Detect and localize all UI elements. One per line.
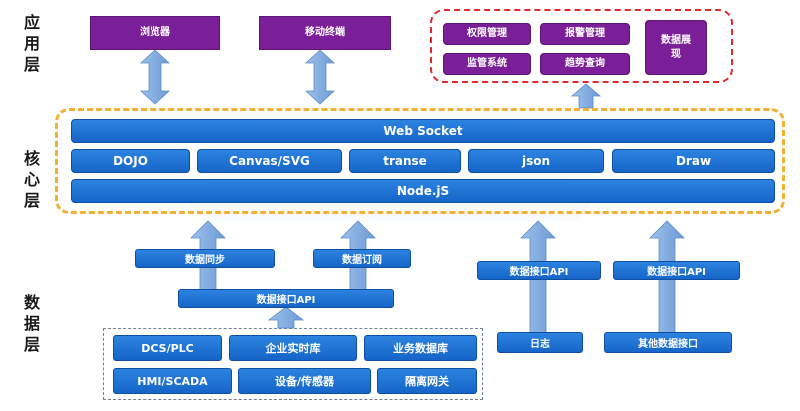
- module-transe-label: transe: [383, 154, 427, 168]
- layer-label-app: 应用层: [22, 12, 42, 75]
- data-subscribe-box: 数据订阅: [313, 249, 411, 268]
- arrow-core-to-monitor: [570, 83, 602, 109]
- data-api-right-box: 数据接口API: [613, 261, 740, 280]
- data-sources-group: [103, 328, 483, 400]
- data-display-box: 数据展现: [645, 20, 707, 75]
- module-json: json: [468, 149, 604, 173]
- source-hmi-scada: HMI/SCADA: [113, 368, 232, 394]
- nodejs-label: Node.jS: [396, 184, 450, 198]
- mobile-terminal-box: 移动终端: [259, 16, 391, 50]
- supervision-system-box: 监管系统: [443, 53, 531, 75]
- source-device-sensor: 设备/传感器: [238, 368, 371, 394]
- layer-label-core-text: 核心层: [23, 149, 40, 210]
- module-draw: Draw: [612, 149, 775, 173]
- source-dcs-plc-label: DCS/PLC: [141, 341, 194, 355]
- data-api-mid-box: 数据接口API: [477, 261, 601, 280]
- layer-label-core: 核心层: [22, 148, 42, 211]
- arrow-sources-to-api: [267, 306, 305, 329]
- data-api-left-label: 数据接口API: [256, 295, 316, 306]
- data-display-label: 数据展现: [661, 34, 691, 60]
- arrow-browser-core: [139, 49, 171, 105]
- module-canvas-svg: Canvas/SVG: [197, 149, 342, 173]
- alarm-mgmt-label: 报警管理: [565, 28, 605, 39]
- core-layer-group: [55, 108, 785, 214]
- module-dojo: DOJO: [71, 149, 190, 173]
- data-api-mid-label: 数据接口API: [509, 267, 569, 278]
- module-dojo-label: DOJO: [113, 154, 148, 168]
- permission-mgmt-label: 权限管理: [467, 28, 507, 39]
- trend-query-label: 趋势查询: [565, 58, 605, 69]
- arrow-mobile-core: [304, 49, 336, 105]
- source-business-db: 业务数据库: [364, 335, 477, 361]
- module-transe: transe: [349, 149, 461, 173]
- source-device-sensor-label: 设备/传感器: [274, 375, 335, 388]
- data-sync-label: 数据同步: [185, 255, 225, 266]
- supervision-system-label: 监管系统: [467, 58, 507, 69]
- source-realtime-db: 企业实时库: [229, 335, 357, 361]
- data-subscribe-label: 数据订阅: [342, 255, 382, 266]
- source-hmi-scada-label: HMI/SCADA: [137, 374, 208, 388]
- trend-query-box: 趋势查询: [540, 53, 630, 75]
- mobile-terminal-label: 移动终端: [305, 27, 345, 38]
- websocket-bar: Web Socket: [71, 119, 775, 143]
- alarm-mgmt-box: 报警管理: [540, 23, 630, 45]
- nodejs-bar: Node.jS: [71, 179, 775, 203]
- source-isolation-gateway: 隔离网关: [377, 368, 477, 394]
- browser-label: 浏览器: [140, 27, 170, 38]
- data-api-left-box: 数据接口API: [178, 289, 394, 308]
- module-draw-label: Draw: [675, 154, 712, 168]
- other-interface-box: 其他数据接口: [604, 332, 732, 353]
- module-json-label: json: [521, 154, 551, 168]
- source-isolation-gateway-label: 隔离网关: [405, 375, 449, 388]
- layer-label-app-text: 应用层: [23, 13, 40, 74]
- log-box: 日志: [497, 332, 583, 353]
- source-business-db-label: 业务数据库: [393, 342, 448, 355]
- layer-label-data-text: 数据层: [23, 293, 40, 354]
- websocket-label: Web Socket: [383, 124, 463, 138]
- layer-label-data: 数据层: [22, 292, 42, 355]
- log-label: 日志: [530, 339, 550, 350]
- source-dcs-plc: DCS/PLC: [113, 335, 222, 361]
- module-canvas-svg-label: Canvas/SVG: [229, 154, 310, 168]
- data-sync-box: 数据同步: [135, 249, 275, 268]
- monitoring-group: [430, 9, 733, 83]
- source-realtime-db-label: 企业实时库: [265, 342, 321, 355]
- permission-mgmt-box: 权限管理: [443, 23, 531, 45]
- data-api-right-label: 数据接口API: [647, 267, 706, 278]
- other-interface-label: 其他数据接口: [638, 339, 698, 350]
- browser-box: 浏览器: [90, 16, 220, 50]
